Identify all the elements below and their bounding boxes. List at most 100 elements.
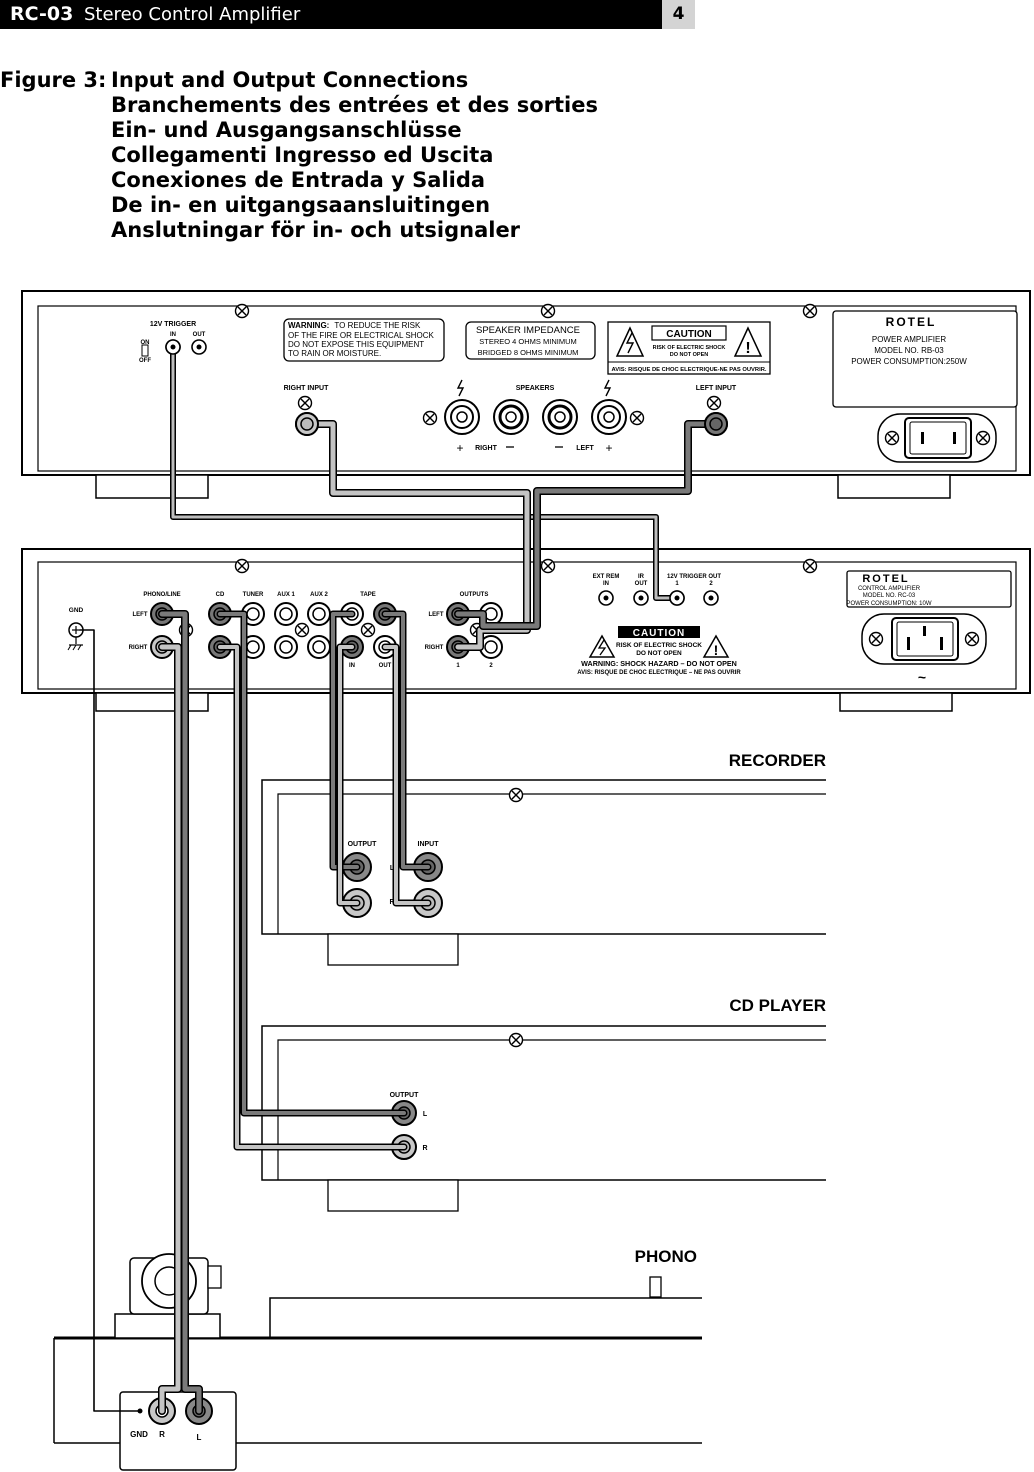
figure-title-it: Collegamenti Ingresso ed Uscita: [111, 143, 494, 167]
ca-warning: WARNING: SHOCK HAZARD – DO NOT OPEN: [581, 659, 737, 668]
ca-cd-label: CD: [216, 592, 225, 598]
ca-gnd-terminal[interactable]: [67, 622, 84, 651]
left-input-cable: [454, 420, 720, 630]
ground-wire: [79, 629, 141, 1412]
ca-output2-label: 2: [489, 663, 493, 669]
figure-title-de: Ein- und Ausgangsanschlüsse: [111, 118, 462, 142]
phono-r-label: R: [159, 1430, 165, 1439]
pa-right-input-label: RIGHT INPUT: [284, 385, 329, 392]
header-model: RC-03: [10, 3, 74, 25]
figure-title-nl: De in- en uitgangsaansluitingen: [111, 193, 491, 217]
trigger-switch[interactable]: [141, 344, 149, 357]
svg-text:!: !: [714, 642, 719, 658]
pa-caution-line-2: DO NOT OPEN: [670, 352, 709, 358]
speaker-terminal-right-minus[interactable]: [493, 399, 529, 435]
pa-warning-line-2: OF THE FIRE OR ELECTRICAL SHOCK: [288, 331, 434, 340]
ca-outputs-left-label: LEFT: [429, 612, 444, 618]
ca-tape-in-label: IN: [349, 663, 355, 669]
pa-trigger-in: IN: [170, 332, 176, 338]
pa-caution-line-1: RISK OF ELECTRIC SHOCK: [653, 345, 726, 351]
ca-outputs-label: OUTPUTS: [460, 592, 489, 598]
pa-info-line-3: POWER CONSUMPTION:250W: [851, 357, 967, 366]
pa-speakers-label: SPEAKERS: [516, 385, 555, 392]
svg-text:!: !: [745, 340, 750, 357]
ca-trigger1-label: 1: [675, 581, 679, 587]
ca-aux1-right-jack[interactable]: [274, 635, 298, 659]
speaker-terminal-left-plus[interactable]: [591, 399, 627, 435]
pa-brand-logo: ROTEL: [886, 315, 937, 329]
figure-title-fr: Branchements des entrées et des sorties: [111, 93, 598, 117]
header-description: Stereo Control Amplifier: [84, 4, 301, 25]
trigger-cable: [170, 344, 680, 601]
cables: [79, 344, 720, 1415]
ca-info-line-2: MODEL NO. RC-03: [863, 593, 916, 599]
ca-output1-label: 1: [456, 663, 460, 669]
pa-impedance-title: SPEAKER IMPEDANCE: [476, 325, 580, 336]
ca-aux2-right-jack[interactable]: [307, 635, 331, 659]
tape-in-cables: [329, 610, 361, 907]
phono-l-label: L: [197, 1433, 202, 1442]
ca-caution: CAUTION: [633, 628, 686, 639]
ca-trigger2-jack[interactable]: [703, 590, 719, 606]
ca-aux2-left-jack[interactable]: [307, 602, 331, 626]
ca-info-line-3: POWER CONSUMPTION: 10W: [846, 601, 931, 607]
ca-aux1-left-jack[interactable]: [274, 602, 298, 626]
pa-power-inlet[interactable]: [877, 413, 997, 463]
recorder-input-label: INPUT: [418, 841, 440, 848]
figure-label: Figure 3:: [0, 68, 107, 92]
pa-warning-line-4: TO RAIN OR MOISTURE.: [288, 349, 381, 358]
recorder-l-label: L: [390, 865, 395, 872]
cd-player-l-label: L: [423, 1111, 428, 1118]
pa-impedance-line-1: STEREO 4 OHMS MINIMUM: [479, 337, 577, 346]
recorder-title: RECORDER: [729, 751, 826, 770]
ca-ir-out-jack[interactable]: [633, 590, 649, 606]
ca-aux2-label: AUX 2: [310, 592, 328, 598]
pa-warning-line-3: DO NOT EXPOSE THIS EQUIPMENT: [288, 340, 424, 349]
ca-caution-line-2: DO NOT OPEN: [636, 650, 682, 657]
ca-gnd-label: GND: [69, 607, 84, 614]
pa-caution: CAUTION: [666, 329, 712, 340]
ca-tilde: ~: [918, 669, 926, 685]
recorder-r-label: R: [389, 899, 394, 906]
pa-info-line-2: MODEL NO. RB-03: [874, 346, 944, 355]
ca-trigger2-label: 2: [709, 581, 713, 587]
recorder-output-label: OUTPUT: [348, 841, 378, 848]
pa-avis: AVIS: RISQUE DE CHOC ELECTRIQUE-NE PAS O…: [611, 367, 766, 373]
ca-left-label: LEFT: [133, 612, 148, 618]
ca-ir-label: IR: [638, 574, 645, 580]
svg-text:+: +: [456, 441, 463, 455]
ca-caution-line-1: RISK OF ELECTRIC SHOCK: [616, 642, 702, 649]
ca-info-line-1: CONTROL AMPLIFIER: [858, 586, 921, 592]
ca-ir-sub: OUT: [635, 581, 648, 587]
pa-speaker-right-label: RIGHT: [475, 445, 498, 452]
recorder: RECORDER OUTPUT INPUT L R: [261, 751, 826, 966]
ca-tape-label: TAPE: [360, 592, 376, 598]
ca-power-inlet[interactable]: [861, 613, 987, 665]
cd-player-output-label: OUTPUT: [390, 1092, 420, 1099]
ca-ext-rem-label: EXT REM: [593, 574, 620, 580]
pa-trigger-off: OFF: [139, 358, 151, 364]
cd-player: CD PLAYER OUTPUT L R: [261, 996, 826, 1212]
pa-left-input-label: LEFT INPUT: [696, 385, 737, 392]
speaker-terminal-right-plus[interactable]: [444, 399, 480, 435]
phono-gnd-label: GND: [130, 1430, 148, 1439]
figure-title-en: Input and Output Connections: [111, 68, 469, 92]
page-number: 4: [662, 0, 695, 29]
svg-text:WARNING: TO REDUCE THE R: WARNING: TO REDUCE THE RISK: [288, 321, 421, 330]
speaker-terminal-left-minus[interactable]: [542, 399, 578, 435]
ca-avis: AVIS: RISQUE DE CHOC ELECTRIQUE – NE PAS…: [577, 670, 741, 676]
ca-aux1-label: AUX 1: [277, 592, 295, 598]
ca-ext-rem-jack[interactable]: [598, 590, 614, 606]
figure-title-sv: Anslutningar för in- och utsignaler: [111, 218, 521, 242]
pa-trigger-out: OUT: [193, 332, 206, 338]
ca-trigger-out-label: 12V TRIGGER OUT: [667, 574, 721, 580]
ca-outputs-right-label: RIGHT: [425, 645, 444, 651]
pa-info-line-1: POWER AMPLIFIER: [872, 335, 946, 344]
pa-warning-head: WARNING:: [288, 321, 329, 330]
cd-player-title: CD PLAYER: [729, 996, 826, 1015]
power-amplifier: 12V TRIGGER ON OFF IN OUT WARNING: TO RE…: [21, 290, 1031, 499]
pa-trigger-out-jack[interactable]: [191, 339, 207, 355]
cd-player-r-label: R: [422, 1145, 427, 1152]
ca-ext-rem-sub: IN: [603, 581, 609, 587]
